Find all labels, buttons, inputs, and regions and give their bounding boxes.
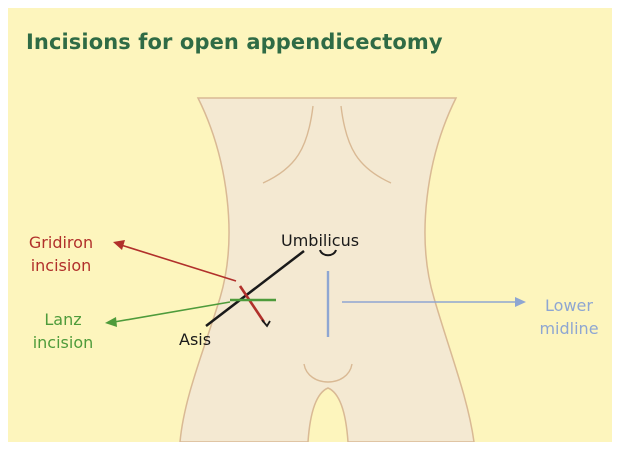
- lanz-label-line1: Lanz: [28, 308, 98, 331]
- gridiron-leader-line: [121, 245, 236, 281]
- gridiron-arrowhead: [113, 240, 125, 250]
- lower-midline-arrowhead: [515, 297, 526, 307]
- lower-midline-label: Lower midline: [536, 294, 602, 340]
- lower-midline-label-line2: midline: [536, 317, 602, 340]
- diagram-figure: Incisions for open appendicectomy Gridir…: [8, 8, 612, 442]
- asis-label: Asis: [179, 328, 211, 351]
- gridiron-label-line2: incision: [26, 254, 96, 277]
- diagram-title: Incisions for open appendicectomy: [26, 30, 443, 54]
- gridiron-label-line1: Gridiron: [26, 231, 96, 254]
- umbilicus-label: Umbilicus: [281, 229, 359, 252]
- diagram-svg: [8, 8, 612, 442]
- lower-midline-label-line1: Lower: [536, 294, 602, 317]
- torso-outline: [180, 98, 474, 442]
- lanz-label-line2: incision: [28, 331, 98, 354]
- lanz-incision-label: Lanz incision: [28, 308, 98, 354]
- lanz-arrowhead: [105, 317, 117, 327]
- gridiron-incision-label: Gridiron incision: [26, 231, 96, 277]
